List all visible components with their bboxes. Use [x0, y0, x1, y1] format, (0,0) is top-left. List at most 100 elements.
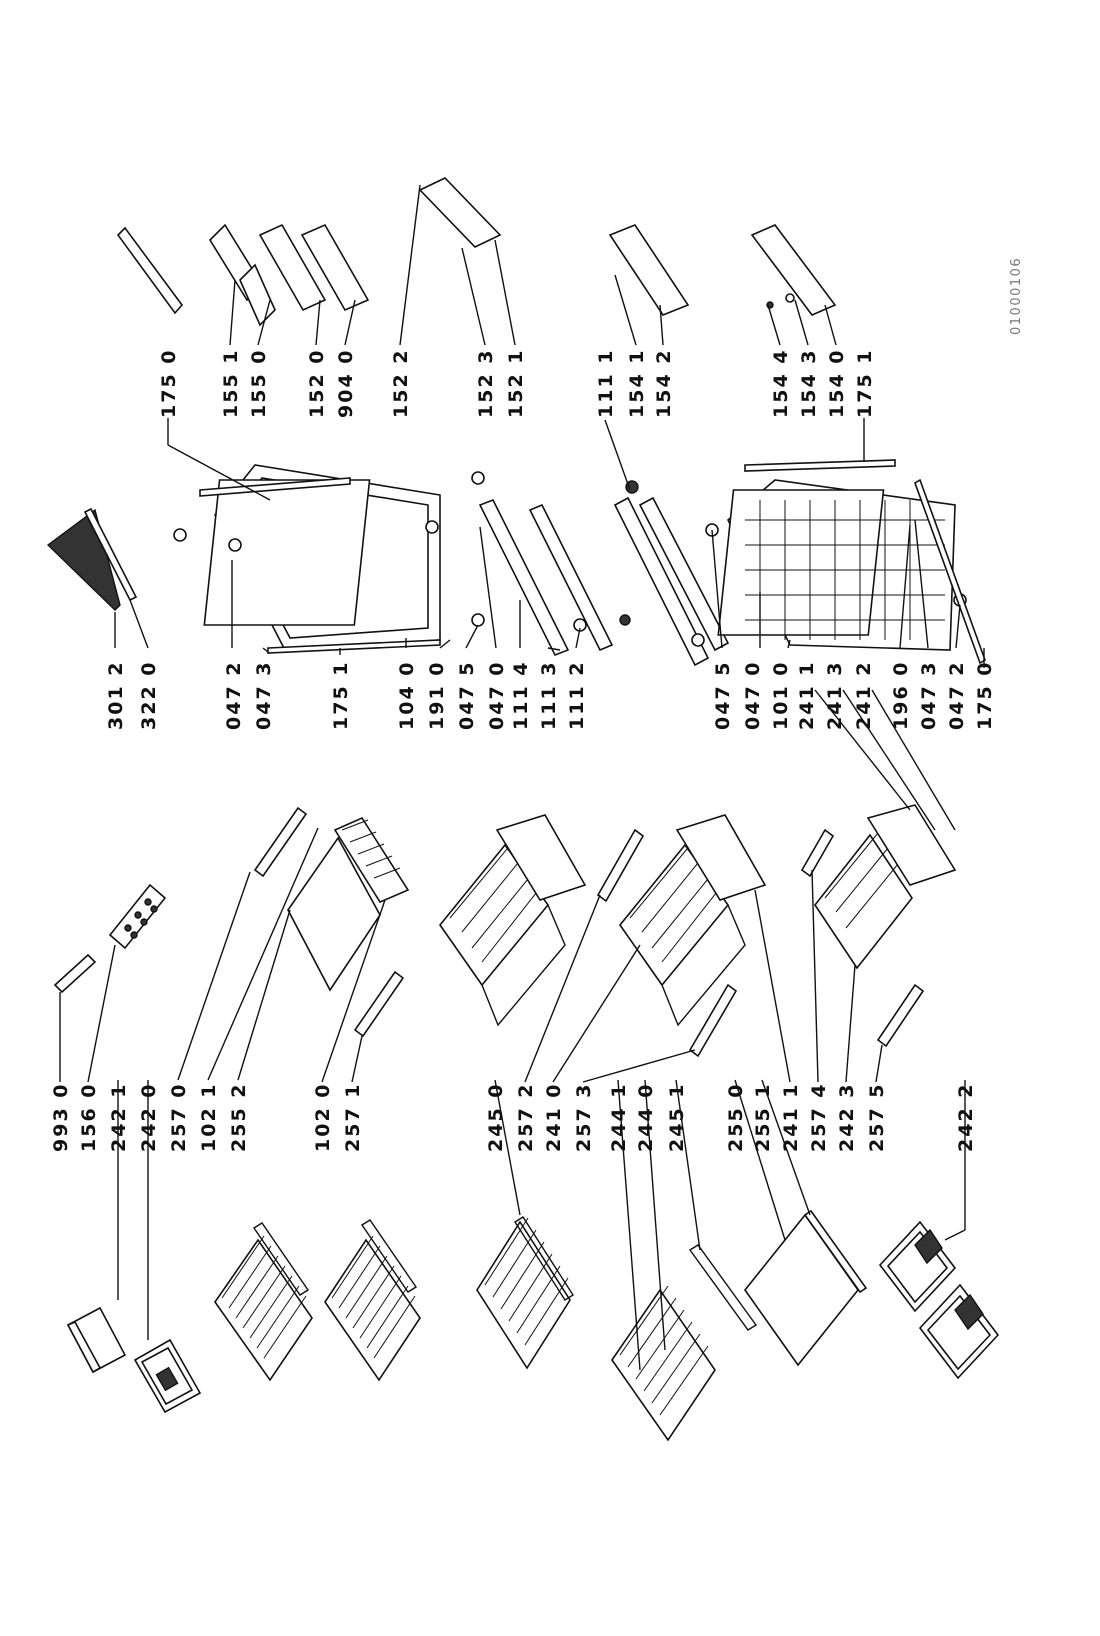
callout-label: 047 3	[253, 661, 275, 731]
right-column-parts	[46, 459, 986, 667]
callout-label: 993 0	[50, 1083, 72, 1153]
callout-label: 244 0	[635, 1083, 657, 1153]
lid-241-1	[675, 814, 767, 901]
callout-label: 191 0	[426, 661, 448, 731]
callout-label: 301 2	[105, 661, 127, 731]
callout-label: 047 0	[742, 661, 764, 731]
basket-242-3	[814, 832, 913, 970]
strip-322-0	[83, 507, 138, 602]
strip-257-5	[876, 983, 925, 1048]
callout-label: 257 4	[808, 1083, 830, 1153]
rail-175-0-upper	[199, 477, 351, 497]
callout-label: 155 0	[248, 349, 270, 419]
rail-301-2	[46, 508, 121, 611]
callout-label: 255 0	[725, 1083, 747, 1153]
strip-257-3	[688, 983, 738, 1058]
callout-label: 245 0	[485, 1083, 507, 1153]
bin-175-0	[116, 226, 184, 315]
callout-label: 152 3	[475, 349, 497, 419]
callout-label: 047 5	[456, 661, 478, 731]
callout-label: 241 1	[780, 1083, 802, 1153]
callout-label: 257 0	[168, 1083, 190, 1153]
clip-154-3	[785, 293, 795, 303]
middle-column-parts	[53, 804, 957, 1058]
callout-label: 241 0	[543, 1083, 565, 1153]
wire-shelf-upper	[214, 1222, 313, 1382]
callout-labels-middle-top: 993 0 156 0 242 1 242 0 257 0 102 1 255 …	[50, 1083, 364, 1153]
ice-tray-155-1b	[239, 263, 276, 327]
callout-label: 241 3	[824, 661, 846, 731]
callout-label: 244 1	[608, 1083, 630, 1153]
callout-label: 102 0	[312, 1083, 334, 1153]
callout-label: 154 0	[826, 349, 848, 419]
callout-label: 111 4	[510, 661, 532, 731]
callout-label: 111 3	[538, 661, 560, 731]
left-column-parts	[66, 1209, 1000, 1442]
bin-152-0	[300, 223, 370, 312]
callout-labels-far-right-bottom: 111 1 154 1 154 2 154 4 154 3 154 0 175 …	[595, 349, 876, 419]
lid-241-3	[866, 804, 957, 886]
callout-labels-right-bottom: 047 5 047 0 101 0 241 1 241 3 241 2 196 …	[712, 661, 996, 731]
callout-labels-far-right-top: 175 0 155 1 155 0 152 0 904 0 152 2 152 …	[158, 349, 527, 419]
bin-154-1	[608, 224, 690, 316]
wire-shelf-lower	[324, 1219, 421, 1382]
channels-111	[478, 496, 730, 667]
bin-154-0	[750, 224, 837, 316]
callout-label: 154 1	[626, 349, 648, 419]
bin-155-0	[258, 223, 327, 312]
callout-label: 152 1	[505, 349, 527, 419]
egg-tray-156-0	[108, 883, 167, 950]
callout-label: 154 3	[798, 349, 820, 419]
leader-lines	[59, 184, 985, 1371]
box-242-2-upper	[878, 1220, 957, 1313]
callout-label: 241 2	[853, 661, 875, 731]
callout-label: 101 0	[770, 661, 792, 731]
callout-label: 154 4	[770, 349, 792, 419]
document-code: 01000106	[1009, 257, 1024, 335]
callout-label: 154 2	[653, 349, 675, 419]
callout-label: 245 1	[666, 1083, 688, 1153]
strip-257-2	[596, 828, 645, 903]
strip-257-0	[253, 806, 308, 878]
tray-242-1	[66, 1306, 127, 1374]
callout-label: 175 1	[330, 661, 352, 731]
callout-label: 047 2	[223, 661, 245, 731]
callout-label: 242 3	[836, 1083, 858, 1153]
box-242-0	[133, 1338, 202, 1414]
callout-label: 322 0	[138, 661, 160, 731]
lid-245-0	[495, 814, 587, 901]
callout-label: 156 0	[78, 1083, 100, 1153]
callout-label: 242 0	[138, 1083, 160, 1153]
glass-plate-255-0	[743, 1213, 860, 1367]
rail-175-1-lower	[744, 459, 896, 472]
callout-label: 152 0	[306, 349, 328, 419]
shelf-244-0	[611, 1244, 758, 1442]
strip-257-1	[353, 970, 405, 1038]
callout-label: 175 0	[974, 661, 996, 731]
callout-label: 257 1	[342, 1083, 364, 1153]
basket-241-0-mid	[618, 842, 746, 1027]
callout-label: 111 2	[566, 661, 588, 731]
box-242-2-lower	[918, 1283, 1000, 1380]
far-right-parts	[116, 177, 837, 327]
drawer-102-0	[333, 816, 410, 904]
callout-labels-middle-bottom: 245 0 257 2 241 0 257 3 244 1 244 0 245 …	[485, 1083, 977, 1153]
callout-label: 241 1	[796, 661, 818, 731]
callout-label: 257 5	[866, 1083, 888, 1153]
callout-label: 904 0	[335, 349, 357, 419]
shelf-245-0	[476, 1216, 574, 1370]
callout-label: 047 2	[946, 661, 968, 731]
callout-label: 047 5	[712, 661, 734, 731]
shelf-993-0	[53, 953, 97, 994]
callout-label: 175 1	[854, 349, 876, 419]
callout-label: 104 0	[396, 661, 418, 731]
callout-label: 152 2	[390, 349, 412, 419]
callout-label: 155 1	[220, 349, 242, 419]
callout-label: 242 2	[955, 1083, 977, 1153]
callout-label: 242 1	[108, 1083, 130, 1153]
callout-label: 255 1	[752, 1083, 774, 1153]
callout-label: 111 1	[595, 349, 617, 419]
callout-label: 257 2	[515, 1083, 537, 1153]
callout-label: 255 2	[228, 1083, 250, 1153]
